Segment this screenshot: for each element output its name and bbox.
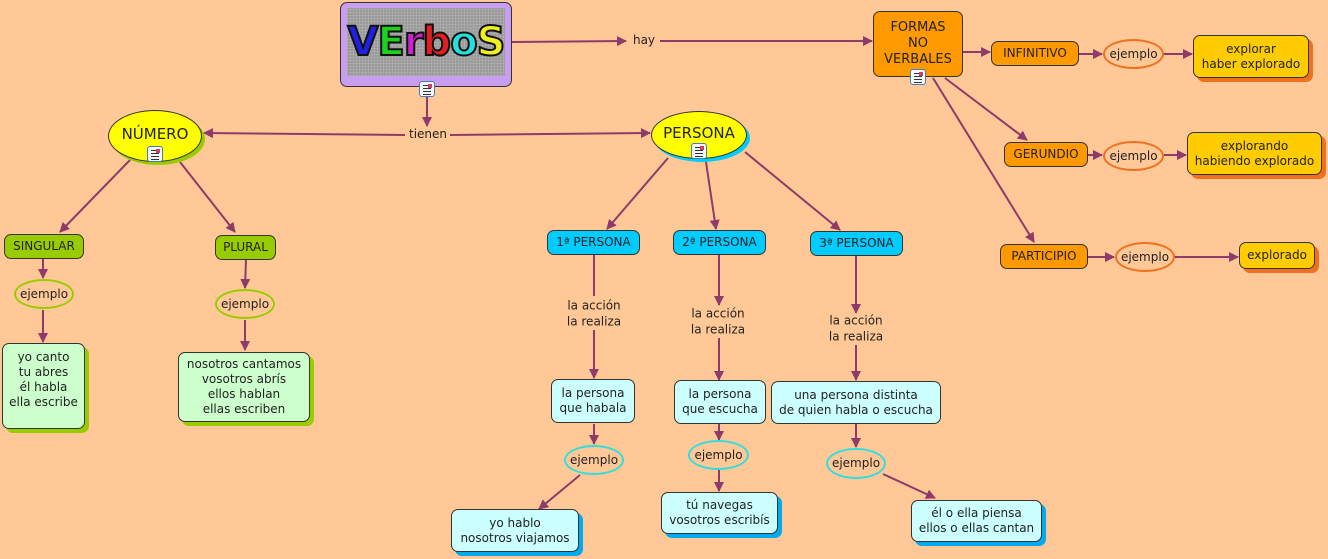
node-ejemplo-gerundio[interactable]: ejemplo: [1103, 141, 1164, 171]
node-plural[interactable]: PLURAL: [215, 235, 276, 260]
verbos-letter: b: [422, 18, 453, 66]
node-ejemplo-1a-text[interactable]: yo hablo nosotros viajamos: [451, 509, 579, 552]
link-numero-singular: [59, 159, 131, 233]
link-numero-plural: [179, 161, 236, 233]
link-persona-p3: [744, 151, 841, 231]
node-ejemplo-3a[interactable]: ejemplo: [826, 448, 886, 479]
node-3a-persona[interactable]: 3ª PERSONA: [810, 231, 903, 256]
node-1a-persona[interactable]: 1ª PERSONA: [547, 230, 640, 255]
node-ejemplo-participio-text[interactable]: explorado: [1239, 242, 1315, 269]
link-label-accion-1: la acción la realiza: [565, 298, 623, 330]
link-formas-gerundio: [944, 77, 1028, 141]
link-ej-exp1: [538, 474, 581, 510]
node-persona-que-habla[interactable]: la persona que habala: [551, 379, 635, 423]
document-resource-icon[interactable]: [691, 143, 707, 159]
link-formas-participio: [932, 77, 1035, 243]
link-label-accion-3: la acción la realiza: [827, 313, 885, 345]
node-ejemplo-participio[interactable]: ejemplo: [1115, 242, 1175, 272]
verbos-letter: r: [403, 18, 425, 66]
link-label-tienen: tienen: [407, 127, 449, 143]
document-resource-icon[interactable]: [419, 81, 435, 97]
verbos-letter: V: [347, 18, 380, 66]
node-ejemplo-2a[interactable]: ejemplo: [688, 440, 749, 470]
node-formas-no-verbales[interactable]: FORMAS NO VERBALES: [873, 11, 963, 77]
node-ejemplo-infinitivo-text[interactable]: explorar haber explorado: [1193, 35, 1309, 78]
verbos-letter: E: [376, 18, 405, 66]
node-persona-que-escucha[interactable]: la persona que escucha: [674, 380, 766, 424]
link-tienen-persona: [449, 128, 651, 139]
verbos-letter: o: [449, 18, 479, 66]
node-ejemplo-infinitivo[interactable]: ejemplo: [1103, 39, 1164, 69]
node-infinitivo[interactable]: INFINITIVO: [991, 41, 1079, 66]
link-label-hay: hay: [631, 33, 657, 49]
node-gerundio[interactable]: GERUNDIO: [1004, 142, 1088, 167]
link-label-accion-2: la acción la realiza: [689, 306, 747, 338]
node-participio[interactable]: PARTICIPIO: [1000, 244, 1088, 269]
node-ejemplo-plural[interactable]: ejemplo: [215, 289, 275, 319]
link-tienen-numero: [203, 128, 406, 139]
document-resource-icon[interactable]: [910, 69, 926, 85]
node-2a-persona[interactable]: 2ª PERSONA: [673, 230, 766, 255]
link-plural-ej: [240, 258, 251, 289]
node-persona-distinta[interactable]: una persona distinta de quien habla o es…: [771, 381, 941, 424]
node-ejemplo-plural-text[interactable]: nosotros cantamos vosotros abrís ellos h…: [178, 352, 310, 422]
node-ejemplo-2a-text[interactable]: tú navegas vosotros escribís: [661, 492, 778, 534]
node-singular[interactable]: SINGULAR: [4, 234, 84, 259]
node-ejemplo-gerundio-text[interactable]: explorando habiendo explorado: [1187, 132, 1322, 175]
node-ejemplo-singular-text[interactable]: yo canto tu abres él habla ella escribe: [2, 343, 85, 429]
link-persona-p2: [705, 161, 720, 230]
node-ejemplo-3a-text[interactable]: él o ella piensa ellos o ellas cantan: [911, 500, 1042, 542]
document-resource-icon[interactable]: [147, 146, 163, 162]
link-verbos-hay: [511, 36, 627, 47]
verbos-letter: S: [476, 18, 507, 66]
node-ejemplo-1a[interactable]: ejemplo: [564, 445, 624, 475]
node-ejemplo-singular[interactable]: ejemplo: [14, 279, 74, 309]
link-persona-p1: [606, 157, 669, 230]
link-ej-exp3: [882, 473, 936, 499]
